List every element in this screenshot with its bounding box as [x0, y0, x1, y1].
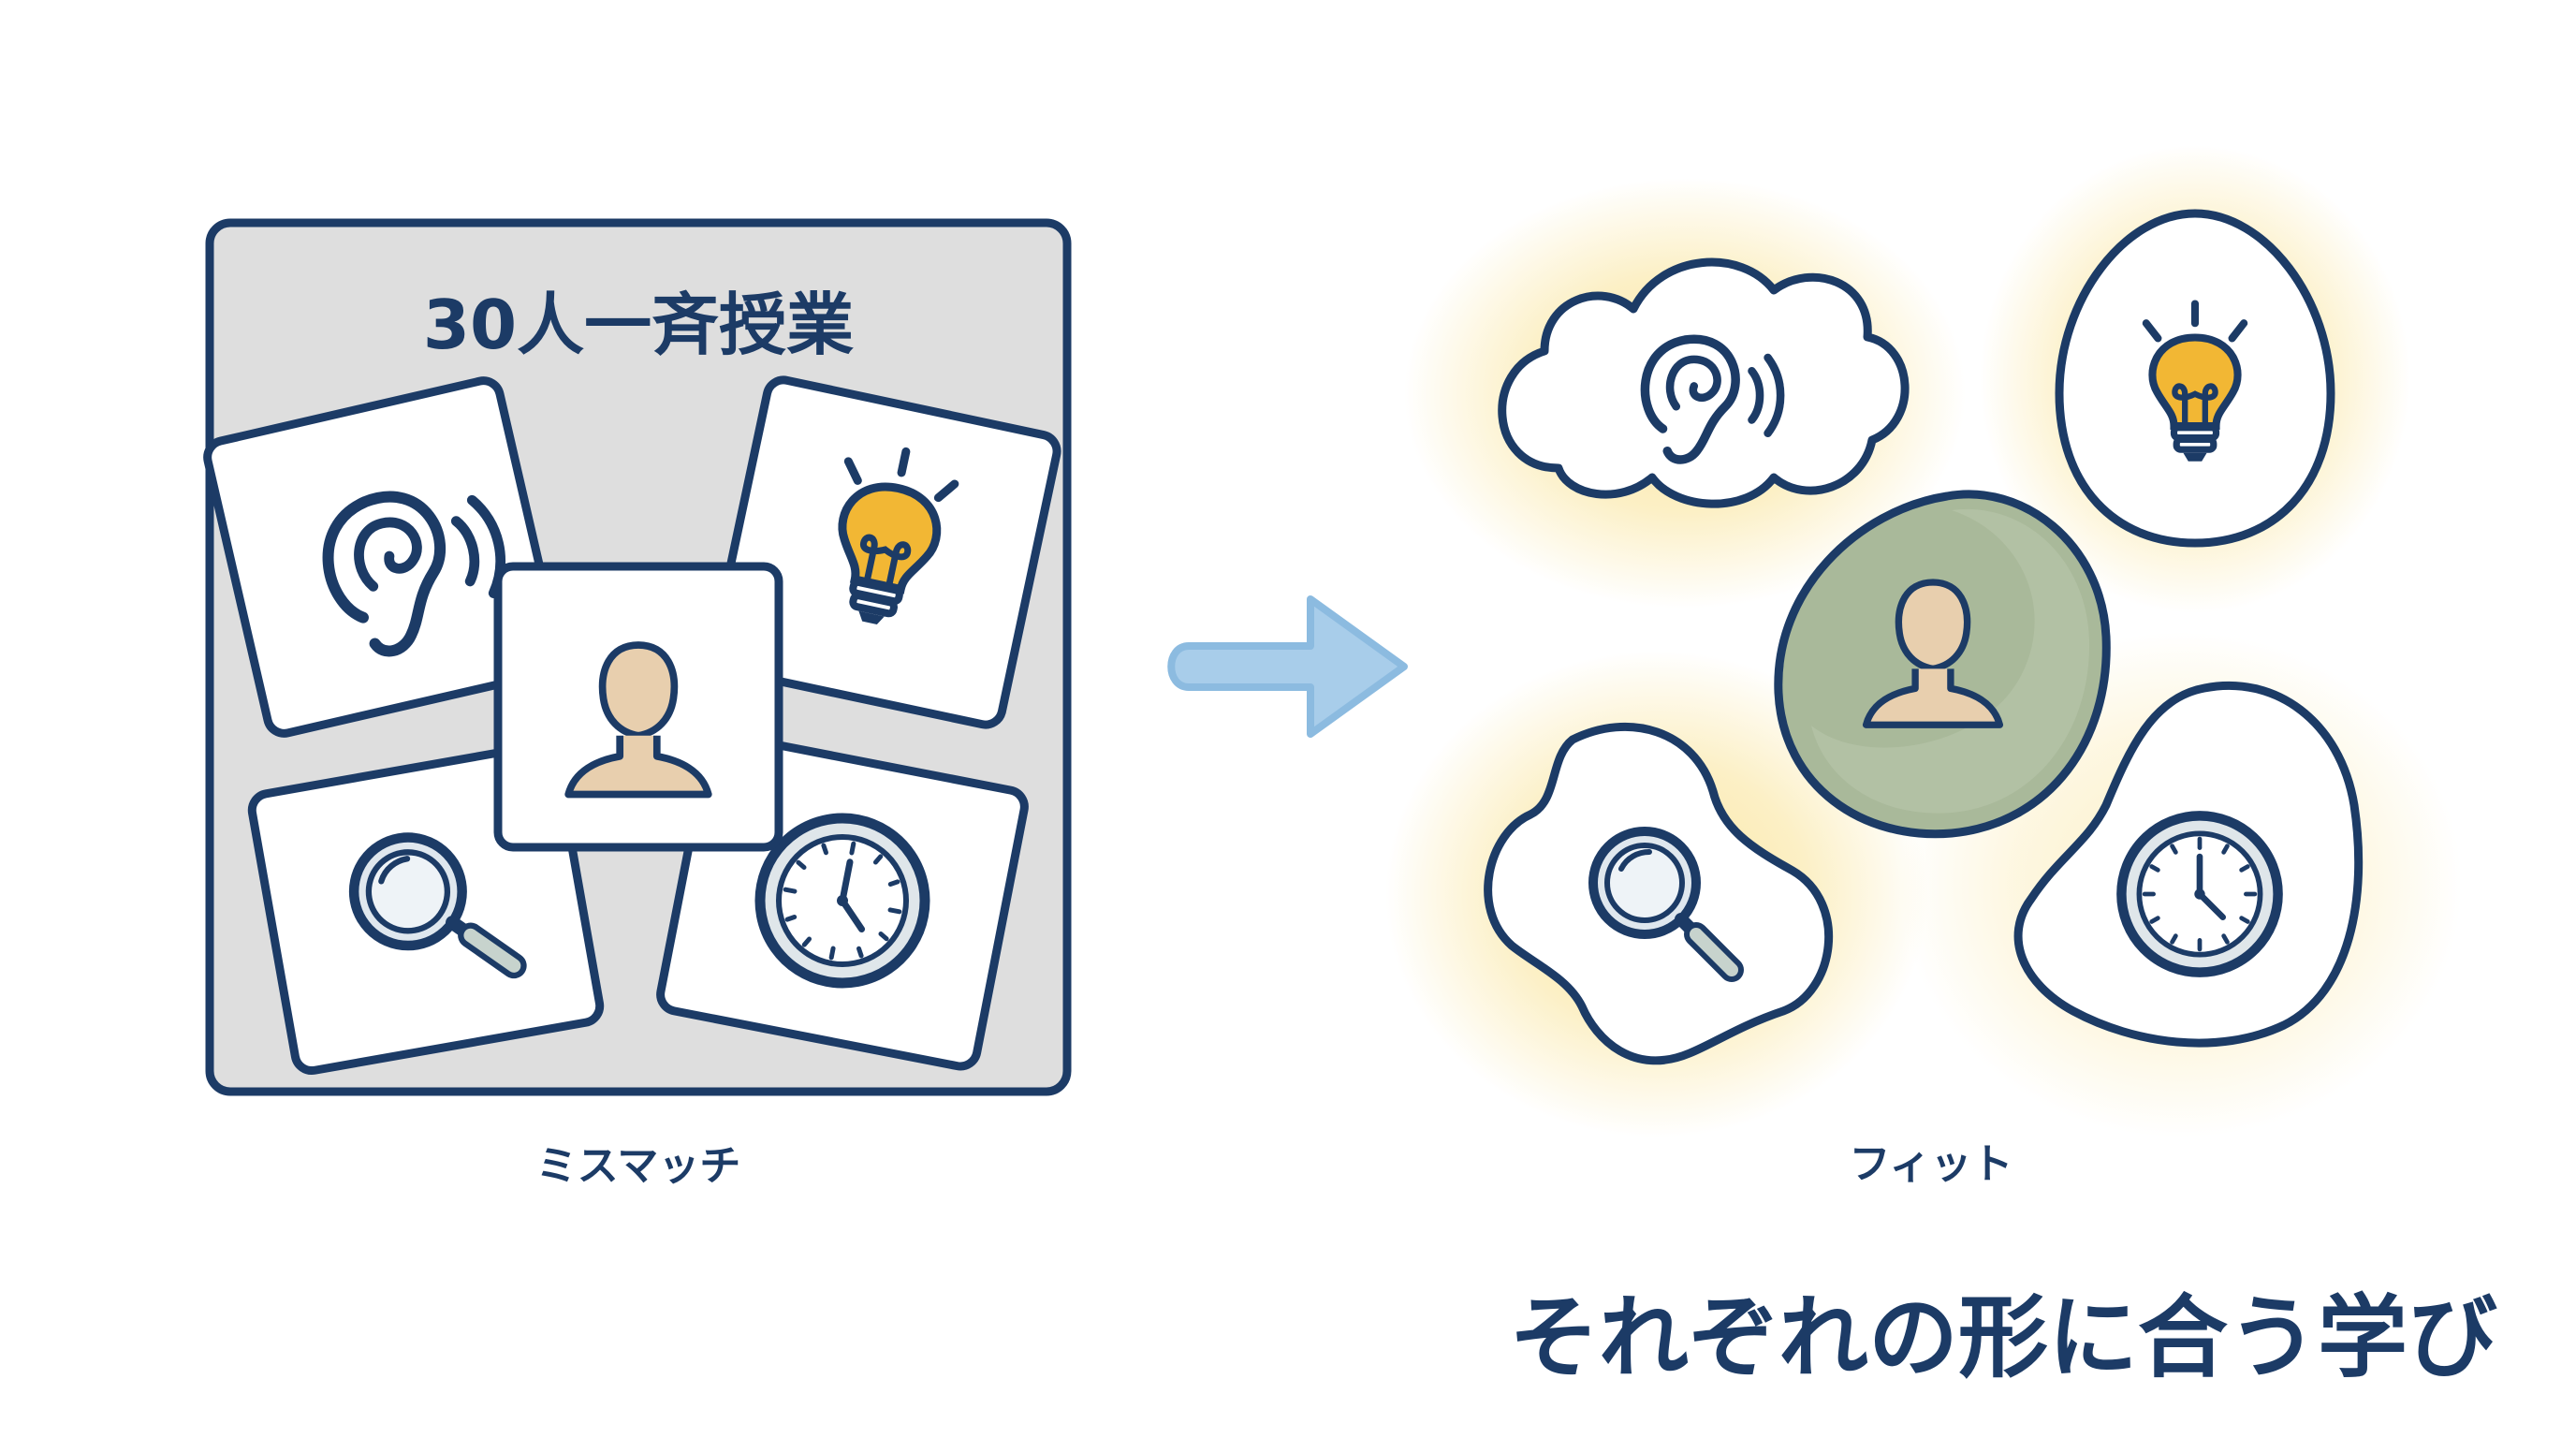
- mismatch-caption: ミスマッチ: [536, 1142, 741, 1190]
- fit-cluster: [1385, 145, 2462, 1137]
- shape-cloud-ear: [1498, 257, 1910, 508]
- card-lightbulb: [708, 375, 1061, 729]
- arrow-right-icon: [1167, 595, 1408, 738]
- clock-icon: [2121, 815, 2277, 972]
- headline: それぞれの形に合う学び: [1509, 1285, 2497, 1390]
- shape-wavy-magnifier: [1484, 722, 1834, 1065]
- panel-title: 30人一斉授業: [423, 286, 854, 364]
- card-ear: [203, 376, 564, 738]
- shape-blob-clock: [2013, 681, 2364, 1048]
- card-person: [493, 562, 783, 852]
- fit-caption: フィット: [1849, 1140, 2012, 1188]
- shape-blob-person: [1774, 490, 2111, 839]
- mismatch-panel: 30人一斉授業: [203, 218, 1072, 1096]
- shape-egg-bulb: [2055, 209, 2335, 548]
